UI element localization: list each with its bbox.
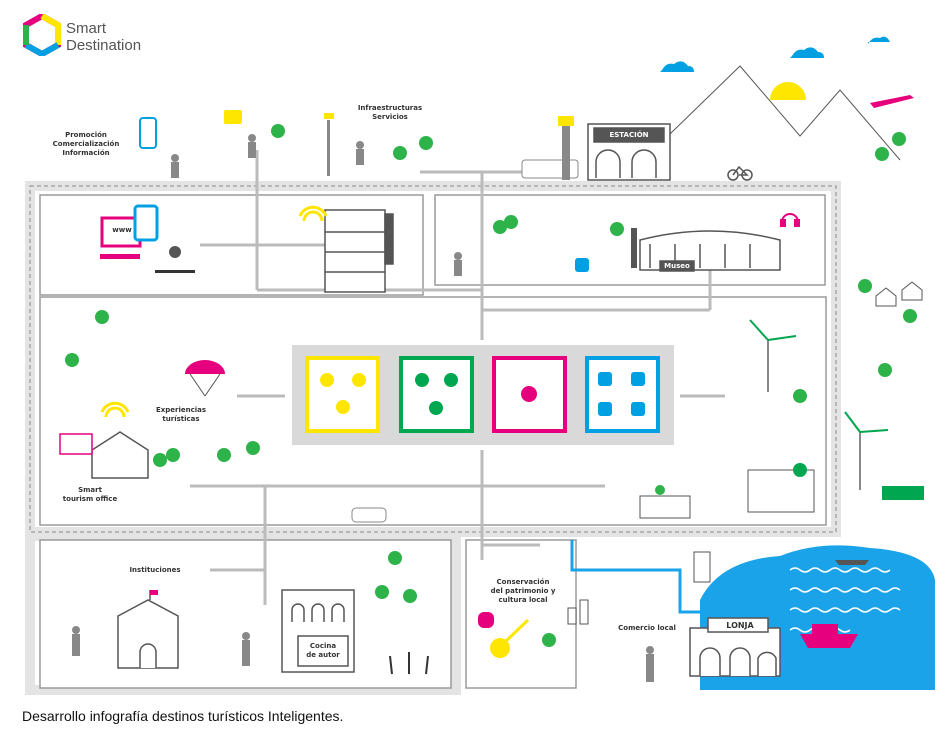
tile-green	[399, 356, 474, 433]
lightbulb-icon	[521, 386, 537, 402]
logo-mark-icon	[23, 12, 61, 58]
solar-panel-icon	[882, 486, 924, 500]
caption: Desarrollo infografía destinos turístico…	[22, 708, 344, 724]
face-icon	[429, 401, 443, 415]
speech-bubble-icon	[224, 110, 242, 124]
label-instituciones: Instituciones	[129, 566, 181, 574]
label-experiencias: Experiencias turísticas	[155, 406, 207, 423]
sign-icon	[631, 402, 645, 416]
charger-top	[558, 116, 574, 126]
table-chairs	[389, 652, 429, 675]
airplane-icon	[870, 95, 914, 108]
kayak-icon	[835, 560, 869, 565]
museum-building	[639, 230, 781, 272]
museum-lamp	[631, 228, 637, 268]
street-lamp	[327, 120, 330, 176]
wifi-icon	[298, 205, 328, 222]
mountains	[669, 65, 901, 161]
boat	[800, 624, 858, 648]
restaurant-building	[281, 589, 355, 673]
theatre-mask-icon	[478, 612, 494, 628]
blue-pipe	[570, 540, 705, 614]
tourism-office-building	[59, 431, 149, 479]
headphones-icon	[780, 213, 800, 227]
road-lines	[29, 185, 837, 533]
fish-market-building	[689, 617, 781, 677]
tile-magenta	[492, 356, 567, 433]
label-infraestructuras: Infraestructuras Servicios	[357, 104, 423, 121]
label-museo: Museo	[664, 262, 690, 270]
label-smart-tourism-office: Smart tourism office	[62, 486, 118, 503]
trees	[65, 124, 917, 647]
label-lonja: LONJA	[726, 621, 754, 630]
pillars	[567, 599, 589, 625]
guitar-icon	[490, 618, 530, 658]
clouds	[660, 36, 890, 72]
sun	[770, 82, 806, 100]
wheelchair-icon-museum	[575, 258, 589, 272]
label-conservacion: Conservación del patrimonio y cultura lo…	[490, 578, 556, 604]
tile-blue	[585, 356, 660, 433]
recycle-icon-building	[793, 463, 807, 477]
wifi-icon-office	[100, 401, 130, 418]
logo-text-smart: Smart	[66, 20, 107, 37]
label-promocion: Promoción Comercialización Información	[52, 131, 120, 157]
phone-icon	[139, 117, 157, 149]
label-www: www	[112, 226, 132, 234]
label-cocina: Cocina de autor	[306, 642, 340, 659]
parasol-sign	[693, 551, 711, 583]
bicycle-icon	[727, 165, 753, 181]
ear-icon	[631, 372, 645, 386]
walker-icon	[598, 402, 612, 416]
government-building	[117, 590, 179, 669]
smart-destination-infographic	[25, 36, 935, 695]
euro-icon	[415, 373, 429, 387]
recycling-building	[747, 469, 815, 513]
people	[72, 134, 654, 682]
house-icons	[875, 281, 923, 307]
truck	[639, 495, 691, 519]
label-comercio-local: Comercio local	[618, 624, 676, 632]
wheelchair-icon	[598, 372, 612, 386]
charger	[562, 120, 570, 180]
label-estacion: ESTACIÓN	[609, 131, 649, 139]
tile-yellow	[305, 356, 380, 433]
car	[351, 507, 387, 523]
hotel-building	[324, 209, 394, 293]
logo: Smart Destination	[22, 12, 172, 64]
recycle-icon	[444, 373, 458, 387]
flag-icon	[150, 590, 158, 595]
wind-turbine-icon	[749, 319, 889, 490]
lamp-light	[324, 113, 334, 119]
logo-text-destination: Destination	[66, 37, 142, 54]
computer-screen	[100, 204, 195, 273]
train-station	[587, 123, 671, 181]
parachute-icon	[185, 360, 225, 397]
